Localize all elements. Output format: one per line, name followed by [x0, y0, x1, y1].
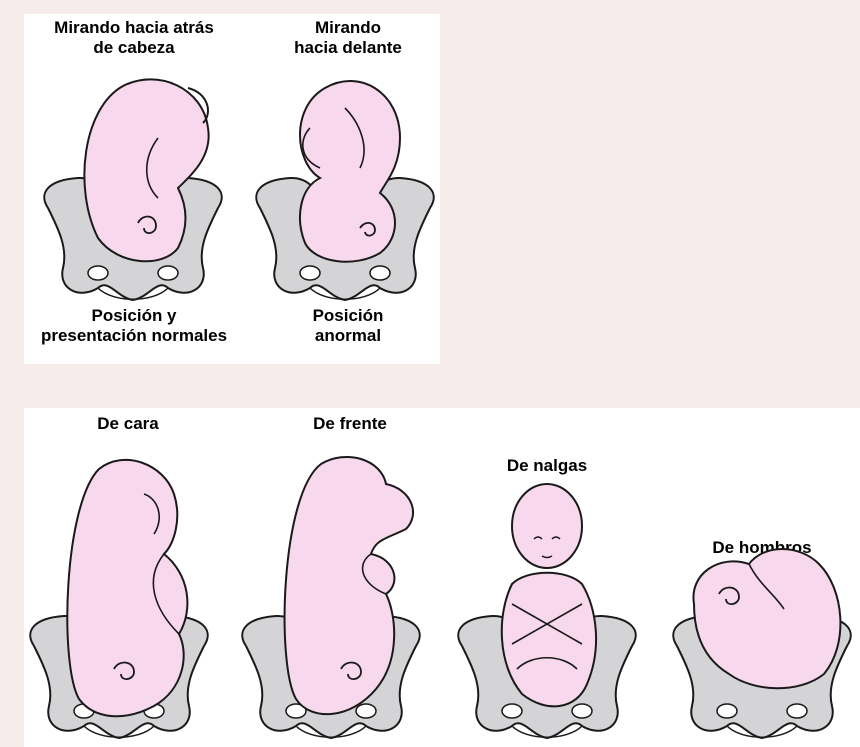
bottom-panel: De cara De frente De nalgas De hombros	[24, 408, 860, 747]
figure-normal-position	[38, 68, 228, 306]
fetus-head-down-back-illustration	[38, 68, 228, 306]
fetus-brow-illustration	[236, 444, 426, 744]
figure-shoulder-presentation	[664, 524, 860, 744]
fetus-breech-illustration	[452, 444, 642, 744]
figure-abnormal-position	[250, 68, 440, 306]
caption-face: De cara	[97, 414, 158, 434]
fetus-shoulder-illustration	[664, 524, 860, 744]
figure-breech-presentation	[452, 444, 642, 744]
figure-brow-presentation	[236, 444, 426, 744]
figure-face-presentation	[24, 444, 214, 744]
fetus-head-down-front-illustration	[250, 68, 440, 306]
fetus-face-illustration	[24, 444, 214, 744]
caption-brow: De frente	[313, 414, 387, 434]
